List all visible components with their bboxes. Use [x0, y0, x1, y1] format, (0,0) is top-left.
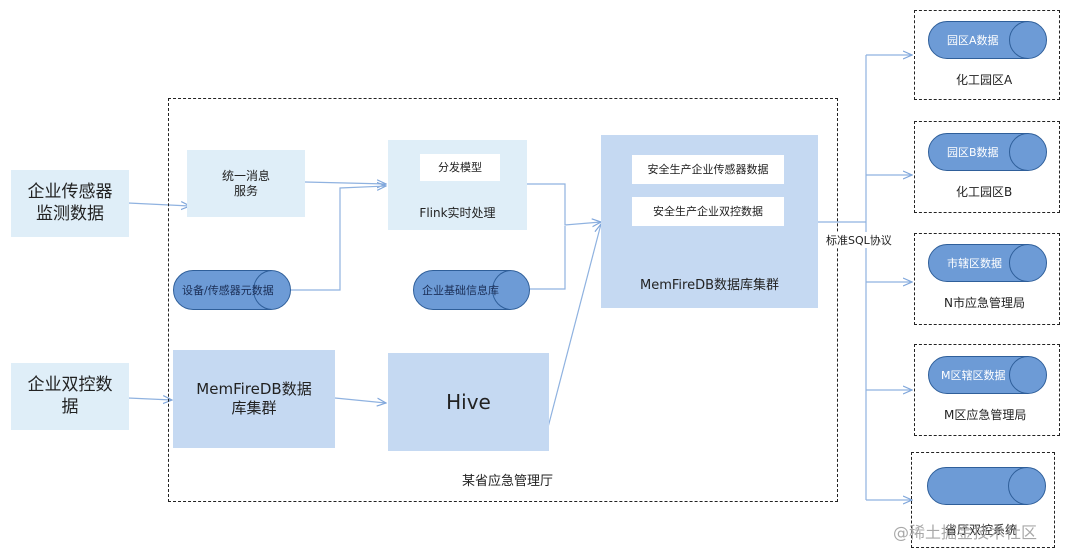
city-district-db: 市辖区数据 [928, 244, 1047, 282]
protocol-label: 标准SQL协议 [826, 232, 892, 248]
target-box-b [914, 121, 1060, 213]
unified-message-service: 统一消息 服务 [187, 150, 305, 217]
cylinder-cap [253, 271, 290, 309]
memfire-cluster-label: MemFireDB数据库集群 [639, 277, 779, 293]
distribution-model: 分发模型 [420, 154, 500, 181]
arrow-hive-to-cluster [545, 224, 601, 436]
target-box-dual-system [911, 452, 1055, 548]
cylinder-cap [1009, 134, 1046, 170]
dual-system-db [927, 467, 1046, 505]
park-b-db-label: 园区B数据 [947, 146, 999, 159]
park-b-name: 化工园区B [956, 185, 1013, 199]
province-label: 某省应急管理厅 [462, 474, 554, 489]
m-district-db-label: M区辖区数据 [941, 369, 1006, 382]
enterprise-info-db: 企业基础信息库 [413, 270, 530, 310]
target-box-n [914, 233, 1060, 325]
m-district-bureau-name: M区应急管理局 [944, 408, 1027, 422]
park-b-db: 园区B数据 [928, 133, 1047, 171]
hive: Hive [388, 353, 549, 451]
enterprise-info-db-label: 企业基础信息库 [422, 284, 499, 297]
flink-label: Flink实时处理 [419, 206, 496, 220]
arrow-metadata-to-flink [290, 186, 386, 291]
target-box-a [914, 10, 1060, 100]
dual-system-name: 省厅双控系统 [945, 523, 1018, 537]
cylinder-cap [1008, 468, 1045, 504]
arrow-dual-to-memfire [127, 398, 172, 400]
arrow-message-to-flink [304, 182, 386, 184]
arrow-infodb-to-cluster [530, 226, 566, 290]
dual-control-table: 安全生产企业双控数据 [632, 197, 784, 226]
device-metadata-label: 设备/传感器元数据 [182, 284, 274, 297]
park-a-db-label: 园区A数据 [947, 34, 999, 47]
arrow-flink-to-cluster [527, 183, 601, 225]
m-district-db: M区辖区数据 [928, 356, 1047, 394]
arrow-memfire-to-hive [334, 397, 386, 403]
arrow-sensor-to-message [127, 203, 190, 206]
memfire-cluster-secondary: MemFireDB数据 库集群 [173, 350, 335, 448]
city-district-db-label: 市辖区数据 [947, 257, 1002, 270]
park-a-name: 化工园区A [956, 73, 1013, 87]
cylinder-cap [492, 271, 529, 309]
cylinder-cap [1009, 357, 1046, 393]
watermark: @稀土掘金技术社区 [893, 523, 1038, 542]
park-a-db: 园区A数据 [928, 21, 1047, 59]
province-container [168, 98, 838, 502]
target-box-m [914, 344, 1060, 436]
n-city-bureau-name: N市应急管理局 [944, 296, 1025, 310]
sensor-data-source: 企业传感器 监测数据 [11, 170, 129, 237]
cylinder-cap [1009, 22, 1046, 58]
sensor-data-table: 安全生产企业传感器数据 [632, 155, 784, 184]
device-metadata-db: 设备/传感器元数据 [173, 270, 291, 310]
dual-control-data-source: 企业双控数 据 [11, 363, 129, 430]
cylinder-cap [1009, 245, 1046, 281]
